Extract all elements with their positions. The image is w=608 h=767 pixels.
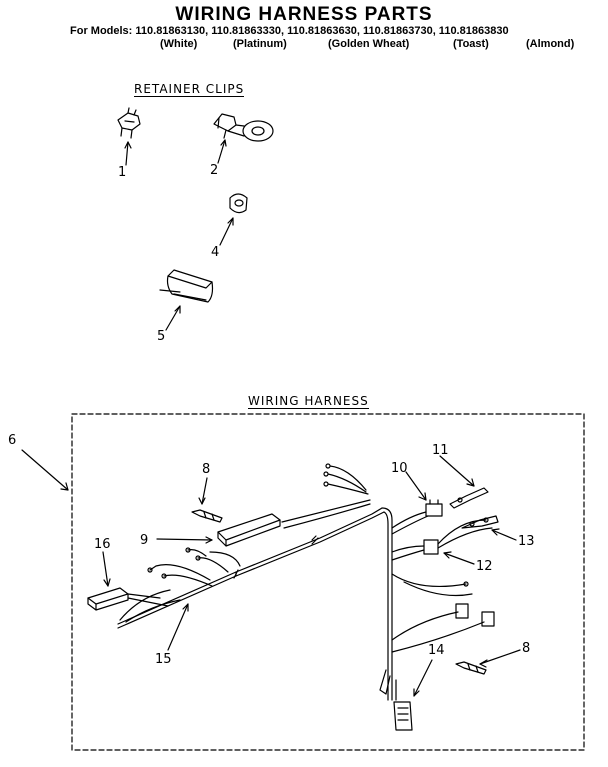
callout-8-right: 8 [522,641,530,656]
leader-8a [201,477,208,505]
retainer-clip-1 [117,107,141,139]
color-almond: (Almond) [526,38,575,50]
leader-12 [443,552,475,565]
color-white: (White) [160,38,198,50]
connector-9 [217,513,281,547]
connector-14 [393,701,413,731]
callout-15: 15 [155,652,172,667]
arrowhead-16 [103,578,111,587]
arrowhead-8b [479,659,488,668]
callout-14: 14 [428,643,445,658]
arrowhead-14 [413,688,420,697]
arrowhead-9 [205,536,213,544]
arrowhead-10 [418,492,427,501]
leader-9 [156,538,213,541]
leader-13 [491,529,517,541]
arrowhead-6 [60,482,69,491]
arrowhead-15 [182,603,189,612]
terminal-8-right [455,661,487,675]
wiring-harness-heading: WIRING HARNESS [248,394,369,409]
callout-5: 5 [157,329,165,344]
callout-11: 11 [432,443,449,458]
retainer-clip-4 [229,193,248,214]
leader-16 [102,551,109,587]
color-toast: (Toast) [453,38,489,50]
arrowhead-11 [466,478,475,487]
color-platinum: (Platinum) [233,38,287,50]
leader-2 [217,139,226,164]
leader-10 [405,471,427,501]
arrowhead-1 [124,141,132,149]
callout-10: 10 [391,461,408,476]
harness-branch-wires [119,547,241,623]
fan-wires-top [281,463,371,529]
callout-4: 4 [211,245,219,260]
connector-12 [391,517,493,561]
arrowhead-5 [174,305,181,314]
arrowhead-13 [491,528,500,536]
arrowhead-2 [220,139,227,147]
color-golden-wheat: (Golden Wheat) [328,38,410,50]
connector-10 [391,499,443,535]
leader-14 [413,659,433,697]
trunk-end [379,669,397,701]
leader-1 [125,141,129,166]
callout-1: 1 [118,165,126,180]
retainer-clip-5 [159,269,214,303]
arrowhead-12 [443,551,452,559]
terminal-11 [449,487,489,509]
callout-6: 6 [8,433,16,448]
arrowhead-8a [198,497,206,505]
harness-trunk [117,507,393,701]
retainer-clips-heading: RETAINER CLIPS [134,82,245,97]
callout-13: 13 [518,534,535,549]
leader-5 [165,305,181,331]
callout-2: 2 [210,163,218,178]
callout-12: 12 [476,559,493,574]
leader-4 [219,217,234,246]
callout-8-left: 8 [202,462,210,477]
models-line: For Models: 110.81863130, 110.81863330, … [70,25,509,37]
harness-right-wires [391,573,495,653]
terminal-8-left [191,509,223,523]
leader-15 [167,603,189,651]
leader-11 [439,455,475,487]
terminal-13 [461,515,499,529]
arrowhead-4 [227,217,234,226]
leader-6 [21,449,69,491]
callout-9: 9 [140,533,148,548]
page-title: WIRING HARNESS PARTS [175,4,433,25]
callout-16: 16 [94,537,111,552]
retainer-clip-2 [213,113,274,142]
wiring-harness-box [71,413,585,751]
connector-16 [87,587,169,611]
leader-8b [479,649,521,665]
